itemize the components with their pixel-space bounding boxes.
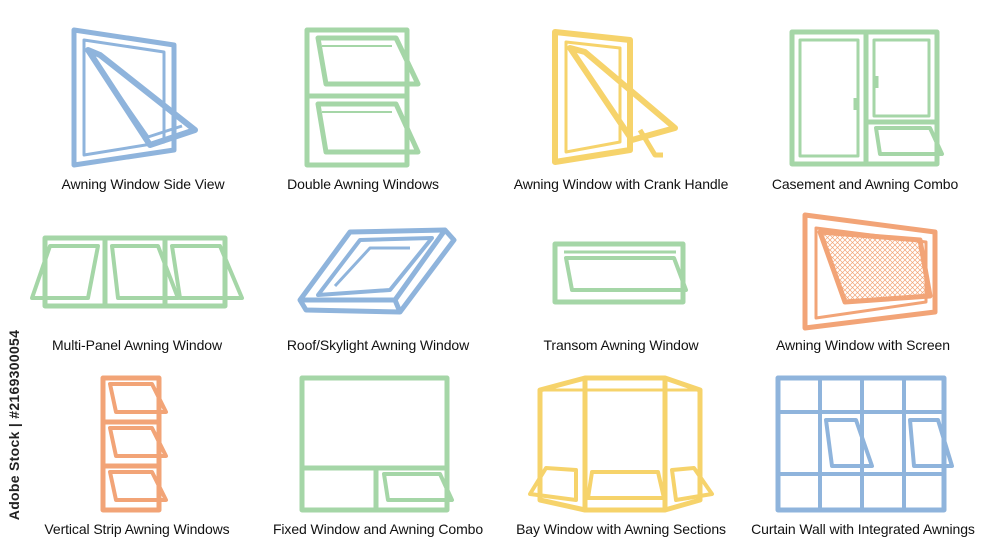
- casement-awning-icon: [789, 29, 944, 167]
- caption-transom: Transom Awning Window: [543, 337, 699, 353]
- caption-bay-window: Bay Window with Awning Sections: [516, 521, 726, 537]
- caption-curtain-wall: Curtain Wall with Integrated Awnings: [751, 521, 975, 537]
- caption-double-awning: Double Awning Windows: [287, 176, 439, 192]
- screen-window-icon: [802, 212, 938, 331]
- bay-window-icon: [528, 375, 714, 513]
- caption-skylight: Roof/Skylight Awning Window: [286, 337, 470, 353]
- multi-panel-icon: [30, 235, 244, 309]
- stock-id-text: Adobe Stock | #2169300054: [6, 329, 22, 521]
- fixed-awning-icon: [299, 375, 454, 513]
- transom-icon: [552, 241, 688, 305]
- caption-crank-handle: Awning Window with Crank Handle: [513, 176, 729, 192]
- caption-fixed-awning: Fixed Window and Awning Combo: [272, 521, 484, 537]
- skylight-icon: [297, 227, 457, 315]
- caption-casement-awning: Casement and Awning Combo: [771, 176, 959, 192]
- caption-awning-side-view: Awning Window Side View: [61, 176, 225, 192]
- caption-vertical-strip: Vertical Strip Awning Windows: [44, 521, 230, 537]
- stock-id-watermark: Adobe Stock | #2169300054: [3, 300, 25, 550]
- awning-side-view-icon: [71, 27, 198, 168]
- vertical-strip-icon: [100, 375, 168, 513]
- crank-handle-icon: [552, 29, 678, 165]
- curtain-wall-icon: [775, 375, 954, 513]
- caption-screen-window: Awning Window with Screen: [776, 337, 950, 353]
- caption-multi-panel: Multi-Panel Awning Window: [52, 337, 222, 353]
- double-awning-icon: [304, 27, 421, 168]
